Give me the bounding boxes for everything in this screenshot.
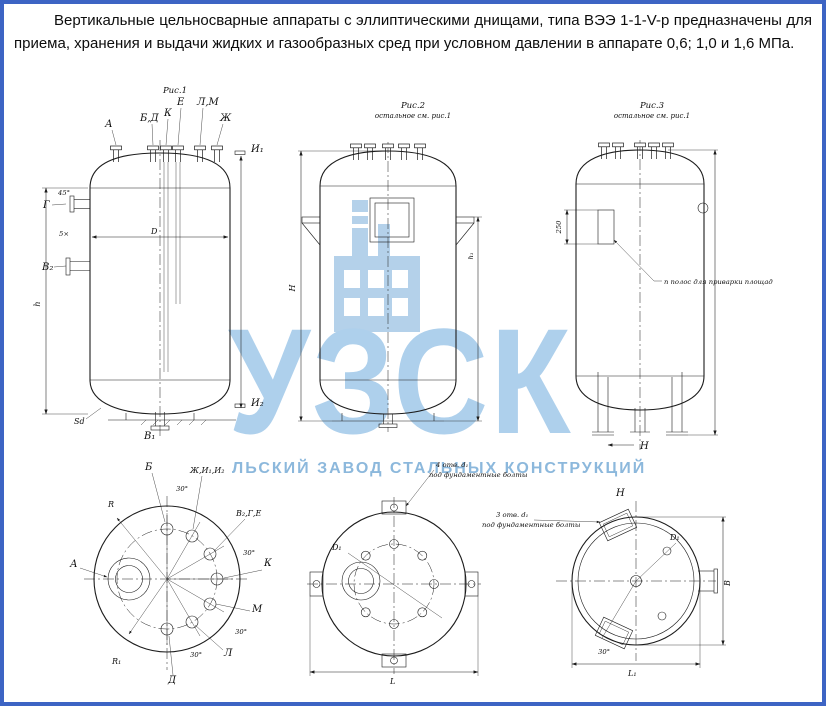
factory-icon (334, 200, 420, 332)
plan1-label-zhii: Ж,И₁,И₂ (189, 466, 224, 475)
fig1-dim-5x: 5× (59, 230, 69, 238)
plan2-callout-line2: под фундаментные болты (429, 471, 528, 479)
fig3-annotation: п полос для приварки площад (664, 278, 773, 286)
fig3-note: остальное см. рис.1 (614, 112, 690, 120)
fig1-dim-h: h (33, 301, 42, 306)
fig1-label-i1: И₁ (250, 144, 264, 155)
fig1-label-zh: Ж (219, 113, 232, 124)
fig1-label-k: К (163, 108, 172, 119)
plan3-callout-line1: 3 отв. d₁ (496, 511, 528, 519)
fig3-view-label: Н (639, 441, 649, 452)
fig3-caption: Рис.3 (639, 101, 664, 111)
fig3-dim-250: 250 (555, 220, 563, 235)
plan3-view-H: Н D₁ 3 отв. d₁ под фундаментные болты (482, 488, 732, 678)
plan1-label-a: А (69, 559, 78, 570)
plan1-angle-30: 30° (243, 549, 255, 557)
fig1-dim-D: D (150, 227, 158, 236)
fig1-dim-sd: Sd (74, 417, 85, 426)
fig1-label-i2: И₂ (250, 398, 264, 409)
fig1-label-bd: Б,Д (139, 113, 160, 124)
plan3-dim-B: В (723, 580, 732, 587)
fig2-note: остальное см. рис.1 (375, 112, 451, 120)
fig3-vessel-drawing: Рис.3 остальное см. рис.1 250 (555, 101, 773, 452)
fig1-dim-45: 45° (57, 189, 70, 197)
plan1-label-vge: В₂,Г,Е (235, 509, 261, 518)
plan2-callout-line1: 4 отв. d₁ (435, 461, 468, 469)
fig1-label-a: А (104, 119, 113, 130)
plan1-label-m: М (251, 604, 263, 615)
watermark: УЗСК ЛЬСКИЙ ЗАВОД СТАЛЬНЫХ КОНСТРУКЦИЙ (4, 4, 822, 702)
plan1-dim-r1: R₁ (111, 657, 121, 666)
technical-drawing-canvas: Рис.1 (33, 86, 773, 686)
fig1-caption: Рис.1 (162, 86, 187, 96)
plan1-angle-30: 30° (176, 485, 188, 493)
plan2-dim-L: L (389, 677, 395, 686)
intro-paragraph: Вертикальные цельносварные аппараты с эл… (14, 12, 812, 52)
plan3-view-label: Н (615, 488, 625, 499)
plan1-dim-r: R (107, 500, 114, 509)
plan1-label-b: Б (144, 462, 153, 473)
plan1-label-k: К (263, 558, 272, 569)
fig2-vessel-drawing: Рис.2 остальное см. рис.1 Н (288, 101, 482, 432)
plan1-label-d: Д (167, 675, 177, 686)
plan3-dim-L1: L₁ (627, 669, 637, 678)
fig1-label-v2: В₂ (41, 262, 53, 273)
fig1-label-e: Е (176, 97, 185, 108)
fig2-dim-h1: h₁ (467, 252, 475, 259)
plan2-dim-d1: D₁ (331, 543, 342, 552)
watermark-logo-text: УЗСК (228, 297, 573, 465)
plan2-bottom-view: D₁ 4 отв. d₁ под фундаментные болты L (307, 461, 528, 686)
plan1-label-l: Л (223, 648, 233, 659)
fig1-label-lm: Л,М (196, 97, 220, 108)
plan1-angle-30: 30° (235, 628, 247, 636)
fig1-label-g: Г (42, 200, 50, 211)
plan3-angle-30: 30° (598, 648, 610, 656)
fig1-label-v1: В₁ (143, 431, 155, 442)
fig2-dim-H: Н (288, 283, 297, 292)
fig1-vessel-drawing: Рис.1 (33, 86, 264, 442)
plan1-angle-30: 30° (190, 651, 202, 659)
plan1-top-view: Б Ж,И₁,И₂ В₂,Г,Е А К М Л Д R R₁ 30° 30° … (69, 462, 272, 686)
watermark-company-name: ЛЬСКИЙ ЗАВОД СТАЛЬНЫХ КОНСТРУКЦИЙ (232, 460, 647, 477)
plan3-callout-line2: под фундаментные болты (482, 521, 581, 529)
fig2-caption: Рис.2 (400, 101, 425, 111)
plan3-dim-d1: D₁ (669, 533, 680, 542)
